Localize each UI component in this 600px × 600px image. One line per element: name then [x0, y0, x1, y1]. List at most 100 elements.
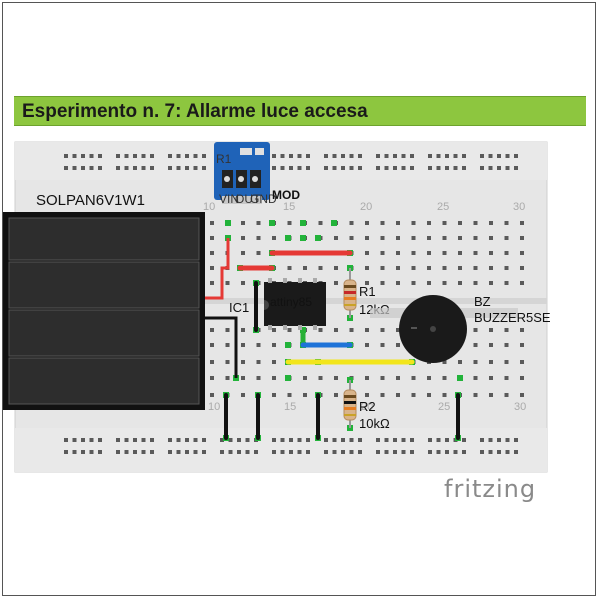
breadboard-hole	[306, 154, 310, 158]
breadboard-hole	[504, 376, 509, 380]
breadboard-hole	[256, 236, 261, 240]
connected-hole	[285, 235, 291, 241]
breadboard-hole	[141, 438, 146, 442]
breadboard-hole	[380, 236, 385, 240]
breadboard-hole	[141, 154, 146, 158]
red-wire-panel	[200, 238, 230, 300]
breadboard-hole	[272, 236, 276, 240]
breadboard-hole	[150, 154, 154, 158]
breadboard-hole	[514, 166, 518, 170]
breadboard-hole	[306, 438, 310, 442]
breadboard-hole	[168, 438, 172, 442]
breadboard-hole	[245, 450, 250, 454]
breadboard-hole	[225, 281, 230, 285]
breadboard-hole	[64, 154, 68, 158]
breadboard-hole	[442, 221, 447, 225]
breadboard-hole	[241, 393, 245, 397]
breadboard-hole	[168, 154, 172, 158]
breadboard-hole	[396, 343, 400, 347]
breadboard-hole	[427, 281, 431, 285]
breadboard-hole	[237, 450, 241, 454]
breadboard-hole	[64, 450, 68, 454]
breadboard-hole	[133, 154, 137, 158]
breadboard-hole	[334, 376, 338, 380]
breadboard-hole	[442, 376, 447, 380]
breadboard-hole	[341, 154, 345, 158]
ic-label: IC1	[229, 300, 249, 315]
attiny85-chip	[264, 278, 326, 330]
breadboard-hole	[504, 266, 509, 270]
breadboard-hole	[376, 450, 380, 454]
breadboard-hole	[193, 166, 198, 170]
breadboard-hole	[98, 450, 102, 454]
breadboard-hole	[324, 154, 328, 158]
breadboard-hole	[380, 281, 385, 285]
breadboard-hole	[520, 328, 524, 332]
breadboard-hole	[64, 166, 68, 170]
solar-panel	[3, 212, 205, 410]
breadboard-hole	[89, 438, 94, 442]
breadboard-hole	[349, 438, 354, 442]
breadboard-hole	[349, 328, 354, 332]
breadboard-hole	[332, 438, 337, 442]
connected-hole	[285, 375, 291, 381]
breadboard-hole	[473, 376, 478, 380]
breadboard-hole	[365, 251, 369, 255]
breadboard-hole	[480, 450, 484, 454]
breadboard-hole	[473, 266, 478, 270]
breadboard-hole	[241, 221, 245, 225]
fritzing-watermark: fritzing	[444, 475, 536, 503]
breadboard-hole	[480, 166, 484, 170]
breadboard-hole	[225, 328, 230, 332]
breadboard-hole	[380, 221, 385, 225]
breadboard-hole	[98, 166, 102, 170]
breadboard-hole	[349, 236, 354, 240]
breadboard-hole	[272, 328, 276, 332]
breadboard-hole	[514, 154, 518, 158]
breadboard-hole	[72, 450, 77, 454]
breadboard-hole	[280, 166, 285, 170]
buzzer	[370, 295, 518, 363]
breadboard-hole	[411, 266, 416, 270]
breadboard-hole	[514, 450, 518, 454]
breadboard-hole	[504, 360, 509, 364]
buzzer-model: BUZZER5SE	[474, 310, 551, 325]
breadboard-hole	[442, 236, 447, 240]
breadboard-hole	[504, 343, 509, 347]
breadboard-hole	[185, 438, 189, 442]
breadboard-hole	[427, 251, 431, 255]
regulator-pin-out: OUT	[235, 192, 261, 206]
breadboard-hole	[202, 450, 206, 454]
breadboard-hole	[489, 251, 493, 255]
breadboard-hole	[202, 154, 206, 158]
breadboard-hole	[427, 376, 431, 380]
breadboard-hole	[445, 154, 449, 158]
breadboard-hole	[520, 376, 524, 380]
breadboard-hole	[489, 393, 493, 397]
breadboard-hole	[396, 266, 400, 270]
breadboard-hole	[396, 251, 400, 255]
breadboard-hole	[89, 154, 94, 158]
breadboard-hole	[185, 450, 189, 454]
breadboard-hole	[254, 450, 258, 454]
breadboard-hole	[442, 360, 447, 364]
breadboard-hole	[210, 281, 214, 285]
breadboard-hole	[380, 328, 385, 332]
breadboard-hole	[176, 438, 181, 442]
breadboard-hole	[427, 236, 431, 240]
breadboard-hole	[410, 154, 414, 158]
breadboard-hole	[280, 438, 285, 442]
breadboard-hole	[210, 393, 214, 397]
breadboard-hole	[505, 450, 510, 454]
breadboard-hole	[473, 281, 478, 285]
breadboard-hole	[272, 393, 276, 397]
breadboard-hole	[185, 154, 189, 158]
breadboard-hole	[272, 438, 276, 442]
breadboard-hole	[289, 166, 293, 170]
breadboard-hole	[116, 438, 120, 442]
connected-hole	[331, 220, 337, 226]
connected-hole	[269, 220, 275, 226]
breadboard-hole	[287, 328, 292, 332]
breadboard-hole	[504, 251, 509, 255]
top-power-rail	[15, 142, 547, 180]
